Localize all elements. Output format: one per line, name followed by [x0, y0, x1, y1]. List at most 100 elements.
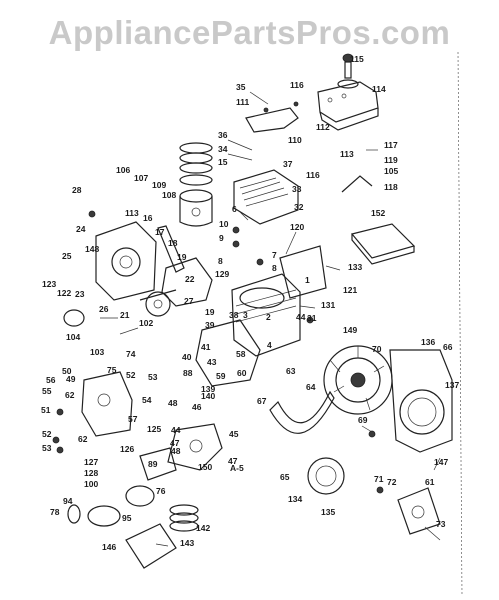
callout-149: 149: [343, 325, 357, 335]
callout-117: 117: [384, 140, 398, 150]
callout-24: 24: [76, 224, 86, 234]
callout-15: 15: [218, 157, 228, 167]
callout-28: 28: [72, 185, 82, 195]
callout-146: 146: [102, 542, 116, 552]
callout-33: 33: [292, 184, 302, 194]
callout-103: 103: [90, 347, 104, 357]
callout-67: 67: [257, 396, 267, 406]
callout-52: 52: [42, 429, 52, 439]
callout-127: 127: [84, 457, 98, 467]
callout-106: 106: [116, 165, 130, 175]
watermark: AppliancePartsPros.com: [48, 14, 451, 51]
oil-seal: [63, 309, 85, 327]
callout-139: 139: [201, 384, 215, 394]
callout-69: 69: [358, 415, 368, 425]
callout-21: 21: [120, 310, 130, 320]
callout-50: 50: [62, 366, 72, 376]
callout-36: 36: [218, 130, 228, 140]
air-cleaner-cover: [317, 53, 379, 131]
callout-61: 61: [425, 477, 435, 487]
callout-109: 109: [152, 180, 166, 190]
callout-70: 70: [372, 344, 382, 354]
choke-lever: [341, 175, 373, 193]
callout-129: 129: [215, 269, 229, 279]
callout-48: 48: [168, 398, 178, 408]
callout-54: 54: [142, 395, 152, 405]
callout-46: 46: [192, 402, 202, 412]
callout-112: 112: [316, 122, 330, 132]
callout-135: 135: [321, 507, 335, 517]
fasteners: [52, 101, 384, 494]
callout-100: 100: [84, 479, 98, 489]
callout-137: 137: [445, 380, 459, 390]
callout-113: 113: [340, 149, 354, 159]
callout-51: 51: [41, 405, 51, 415]
callout-62: 62: [78, 434, 88, 444]
callout-6: 6: [232, 204, 237, 214]
callout-7: 7: [272, 250, 277, 260]
callout-47: 47: [170, 438, 180, 448]
callout-25: 25: [62, 251, 72, 261]
callout-34: 34: [218, 144, 228, 154]
callout-150: 150: [198, 462, 212, 472]
callout-32: 32: [294, 202, 304, 212]
callout-114: 114: [372, 84, 386, 94]
callout-17: 17: [155, 227, 165, 237]
callout-122: 122: [57, 288, 71, 298]
callout-55: 55: [42, 386, 52, 396]
callout-73: 73: [436, 519, 446, 529]
callout-41: 41: [201, 342, 211, 352]
muffler-parts: [67, 485, 155, 527]
callout-152: 152: [371, 208, 385, 218]
callout-A-5: A-5: [230, 463, 244, 473]
callout-10: 10: [219, 219, 229, 229]
callout-19: 19: [177, 252, 187, 262]
callout-102: 102: [139, 318, 153, 328]
callout-119: 119: [384, 155, 398, 165]
callout-53: 53: [42, 443, 52, 453]
callout-134: 134: [288, 494, 302, 504]
callout-37: 37: [283, 159, 293, 169]
callout-49: 49: [66, 374, 76, 384]
callout-118: 118: [384, 182, 398, 192]
callout-116: 116: [290, 80, 304, 90]
leader-lines: [100, 91, 441, 547]
starter-pulley: [307, 457, 345, 495]
ignition-coil: [397, 487, 441, 535]
carburetor: [139, 423, 223, 481]
callout-26: 26: [99, 304, 109, 314]
callout-121: 121: [343, 285, 357, 295]
callout-74: 74: [126, 349, 136, 359]
callout-95: 95: [122, 513, 132, 523]
governor-assembly: [81, 371, 133, 437]
callout-2: 2: [266, 312, 271, 322]
callout-105: 105: [384, 166, 398, 176]
crankshaft: [139, 257, 213, 307]
callout-75: 75: [107, 365, 117, 375]
callout-113: 113: [125, 208, 139, 218]
callout-128: 128: [84, 468, 98, 478]
callout-9: 9: [219, 233, 224, 243]
callout-107: 107: [134, 173, 148, 183]
callout-125: 125: [147, 424, 161, 434]
callout-35: 35: [236, 82, 246, 92]
callout-8: 8: [218, 256, 223, 266]
piston: [179, 189, 213, 227]
callout-108: 108: [162, 190, 176, 200]
callout-31: 31: [307, 313, 317, 323]
callout-142: 142: [196, 523, 210, 533]
callout-111: 111: [236, 97, 250, 107]
air-filter-element: [350, 223, 416, 265]
right-edge-line: [457, 51, 463, 596]
callout-148: 148: [85, 244, 99, 254]
bracket-111: [245, 107, 299, 133]
callout-18: 18: [168, 238, 178, 248]
callout-40: 40: [182, 352, 192, 362]
callout-52: 52: [126, 370, 136, 380]
callout-110: 110: [288, 135, 302, 145]
callout-66: 66: [443, 342, 453, 352]
callout-126: 126: [120, 444, 134, 454]
callout-120: 120: [290, 222, 304, 232]
callout-47: 47: [228, 456, 238, 466]
